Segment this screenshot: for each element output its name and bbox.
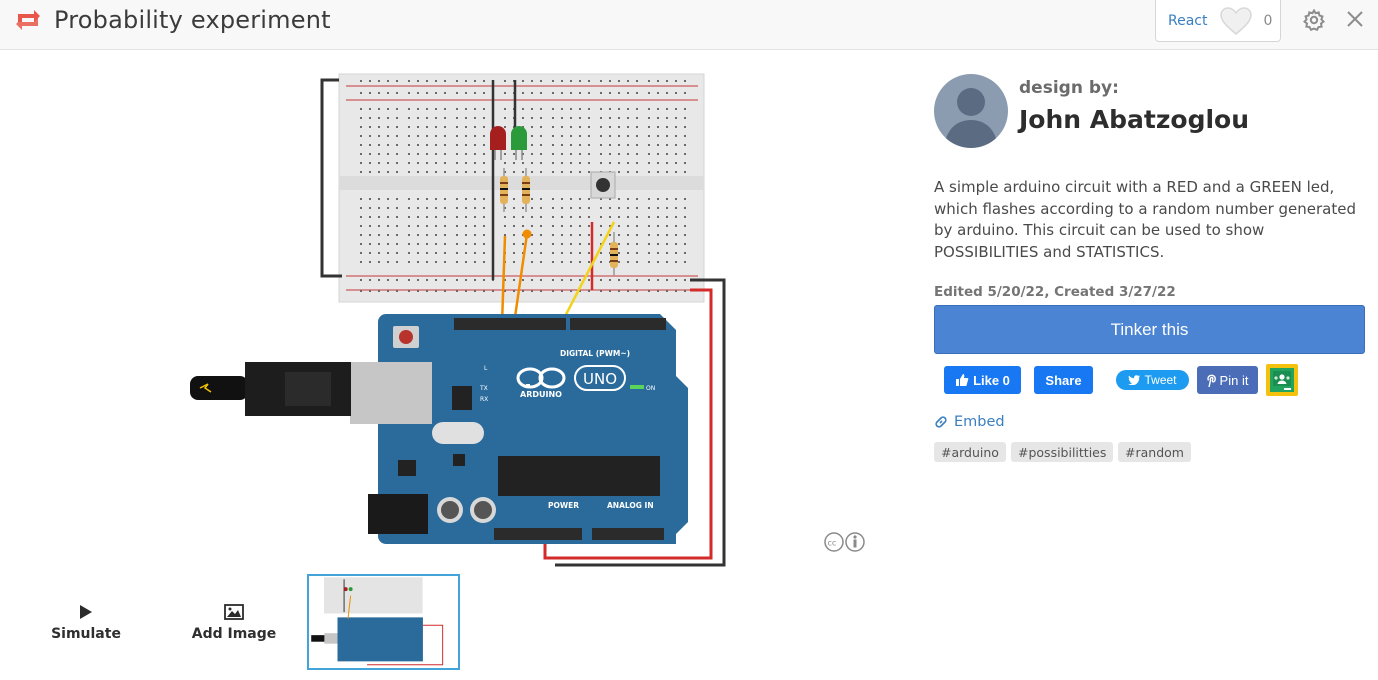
twitter-bird-icon <box>1128 375 1141 385</box>
embed-label: Embed <box>954 414 1005 430</box>
react-label: React <box>1168 12 1208 29</box>
green-led <box>511 126 527 160</box>
analog-label: ANALOG IN <box>607 501 654 510</box>
simulate-label: Simulate <box>51 626 121 642</box>
tx-label: TX <box>479 385 488 392</box>
add-image-button[interactable]: Add Image <box>179 602 289 650</box>
simulate-button[interactable]: Simulate <box>31 602 141 650</box>
circuit-thumbnail[interactable] <box>307 574 460 670</box>
user-silhouette-icon <box>944 88 998 148</box>
image-icon <box>224 604 244 620</box>
rx-label: RX <box>480 396 488 403</box>
tweet-button[interactable]: Tweet <box>1116 370 1189 390</box>
arduino-board: ARDUINO UNO DIGITAL (PWM~) POWER ANALOG … <box>350 314 688 544</box>
circuit-preview: ARDUINO UNO DIGITAL (PWM~) POWER ANALOG … <box>190 73 726 567</box>
thumbs-up-icon <box>956 374 969 386</box>
design-description: A simple arduino circuit with a RED and … <box>934 178 1357 261</box>
google-classroom-button[interactable] <box>1266 364 1298 396</box>
arduino-model-text: UNO <box>583 370 617 388</box>
gear-icon[interactable] <box>1303 9 1325 31</box>
page-title: Probability experiment <box>54 6 331 34</box>
add-image-label: Add Image <box>191 626 277 642</box>
link-icon <box>935 416 947 428</box>
facebook-like-button[interactable]: Like 0 <box>944 366 1021 394</box>
arduino-brand-text: ARDUINO <box>520 390 562 399</box>
tweet-label: Tweet <box>1144 373 1177 387</box>
tag-random[interactable]: #random <box>1118 442 1191 462</box>
tag-arduino[interactable]: #arduino <box>934 442 1006 462</box>
digital-label: DIGITAL (PWM~) <box>560 349 630 358</box>
usb-cable <box>190 362 351 416</box>
pinterest-icon <box>1206 374 1216 387</box>
like-label: Like 0 <box>973 372 1010 388</box>
infinity-logo <box>516 367 566 389</box>
svg-text:cc: cc <box>828 539 837 548</box>
facebook-share-button[interactable]: Share <box>1034 366 1093 394</box>
red-led <box>490 126 506 160</box>
design-by-label: design by: <box>1019 78 1119 98</box>
on-label: ON <box>646 385 655 392</box>
avatar[interactable] <box>934 74 1008 148</box>
top-bar: Probability experiment React 0 <box>0 0 1378 50</box>
embed-link[interactable]: Embed <box>934 414 1005 430</box>
design-dates: Edited 5/20/22, Created 3/27/22 <box>934 284 1176 300</box>
push-button <box>590 171 616 199</box>
creative-commons-icon: cc <box>824 532 865 552</box>
tinker-this-button[interactable]: Tinker this <box>934 305 1365 354</box>
google-classroom-icon <box>1270 368 1294 392</box>
power-label: POWER <box>548 501 579 510</box>
author-name[interactable]: John Abatzoglou <box>1019 105 1250 134</box>
l-label: L <box>484 365 488 372</box>
react-count: 0 <box>1263 12 1273 29</box>
heart-icon[interactable] <box>1219 6 1253 36</box>
resistors <box>500 168 618 276</box>
close-icon[interactable] <box>1346 10 1364 28</box>
tag-possibilitties[interactable]: #possibilitties <box>1011 442 1114 462</box>
play-icon <box>80 605 92 619</box>
pin-label: Pin it <box>1219 372 1249 388</box>
react-button[interactable]: React 0 <box>1155 0 1281 42</box>
pinterest-button[interactable]: Pin it <box>1197 366 1258 394</box>
thumbnail-image <box>311 577 444 666</box>
tinkercad-remix-icon[interactable] <box>14 8 42 32</box>
